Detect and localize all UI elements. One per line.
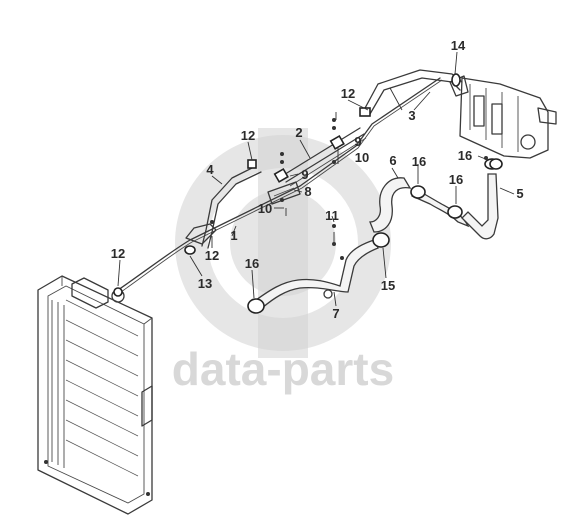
callout-12: 12 [111,246,125,261]
pipe-7 [255,239,379,309]
clamp-15 [372,232,390,248]
callout-10: 10 [355,150,369,165]
callout-5: 5 [516,186,523,201]
hose-6 [369,177,412,233]
callout-1: 1 [230,228,237,243]
callout-2: 2 [295,125,302,140]
callout-6: 6 [389,153,396,168]
callouts: 14 12 3 12 2 9 10 6 16 16 4 9 8 16 5 10 … [111,38,524,321]
clamp-12-radiator [113,287,123,297]
callout-16: 16 [245,256,259,271]
callout-12: 12 [341,86,355,101]
clamp-16a [410,185,426,199]
callout-16: 16 [449,172,463,187]
clamp-16b [489,158,503,170]
callout-12: 12 [205,248,219,263]
clamp-16c [447,205,463,219]
callout-9: 9 [301,167,308,182]
callout-11: 11 [325,208,339,223]
watermark-text: data-parts [172,343,394,395]
callout-4: 4 [206,162,214,177]
bolts [210,118,488,260]
clamp-13 [184,245,196,255]
callout-3: 3 [408,108,415,123]
callout-16: 16 [458,148,472,163]
radiator [37,275,153,515]
clamp-16d [247,298,265,314]
callout-13: 13 [198,276,212,291]
callout-12: 12 [241,128,255,143]
expansion-tank [449,75,557,159]
pipe-2 [273,127,367,187]
bracket-8 [267,181,301,205]
callout-10: 10 [258,201,272,216]
callout-9: 9 [354,134,361,149]
leader-lines [117,51,515,307]
pipe-5 [461,158,500,240]
clamp-14 [451,73,461,87]
callout-16: 16 [412,154,426,169]
watermark-logo [175,128,391,358]
callout-14: 14 [451,38,466,53]
pipe-4 [201,159,262,249]
callout-8: 8 [304,184,311,199]
hose-clamps [113,73,503,314]
callout-15: 15 [381,278,395,293]
callout-7: 7 [332,306,339,321]
